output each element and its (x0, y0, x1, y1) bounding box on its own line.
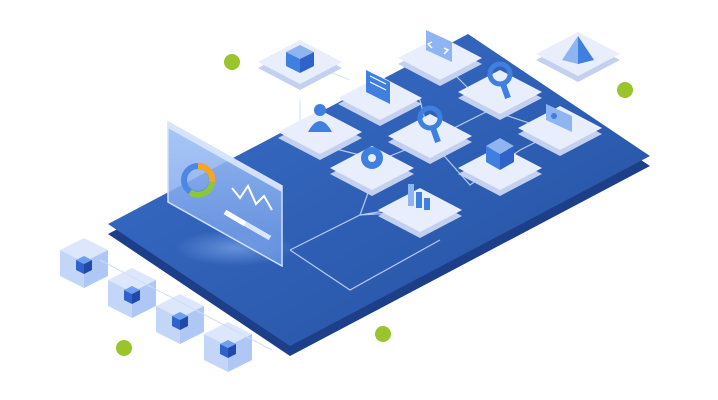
floating-tile-cube (258, 40, 342, 90)
search-icon (417, 105, 443, 144)
tile-user (278, 104, 362, 160)
tile-box (458, 138, 542, 196)
green-dot (224, 54, 240, 70)
cube-icon (286, 45, 314, 73)
green-dot (617, 82, 633, 98)
green-dot (116, 340, 132, 356)
progress-bar-icon (223, 209, 272, 241)
glass-cube (108, 268, 156, 318)
decorative-dots (116, 54, 633, 356)
line-chart-icon (231, 183, 273, 211)
tile-gear (330, 146, 414, 196)
tile-code (398, 30, 482, 86)
tile-id-card (518, 104, 602, 156)
gear-icon (361, 147, 383, 169)
magnifier-icon (487, 61, 513, 100)
green-dot (375, 326, 391, 342)
document-icon (366, 70, 390, 104)
glass-cube (156, 294, 204, 344)
tile-bar-chart (378, 184, 462, 238)
floating-tile-pyramid (536, 32, 620, 82)
glass-cube (60, 238, 108, 288)
code-window-icon (426, 30, 452, 62)
cube-chain (60, 238, 252, 372)
glass-cube (204, 322, 252, 372)
cube-icon (486, 138, 514, 170)
tile-grid (278, 30, 602, 238)
tile-magnifier-top (458, 61, 542, 120)
tile-search (388, 105, 472, 164)
donut-chart-icon (181, 162, 216, 198)
tile-document (338, 70, 422, 126)
id-card-icon (546, 104, 572, 132)
pyramid-icon (562, 36, 594, 64)
user-icon (308, 104, 332, 132)
dashboard-panel (167, 120, 295, 268)
bar-chart-icon (408, 184, 430, 210)
cube-chain-line (99, 259, 273, 351)
